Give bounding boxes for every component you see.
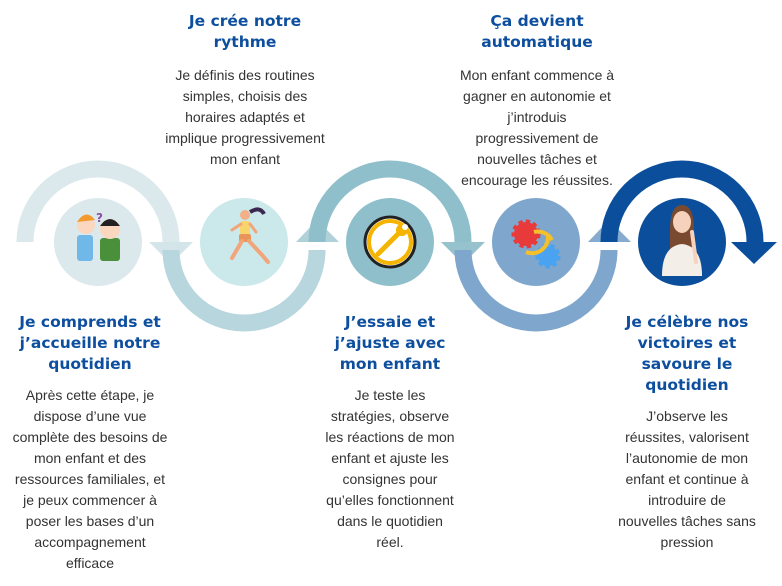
step-4-title: Ça devient automatique	[481, 12, 593, 51]
step-2: Je crée notre rythme Je définis des rout…	[150, 11, 340, 170]
step-3-title: J’essaie et j’ajuste avec mon enfant	[334, 313, 446, 373]
arc-step-5	[600, 160, 777, 264]
step-1-circle	[54, 198, 142, 286]
step-4-description: Mon enfant commence à gagner en autonomi…	[459, 67, 615, 188]
running-woman-icon	[230, 207, 270, 264]
step-5: Je célèbre nos victoires et savoure le q…	[597, 312, 777, 553]
step-1-title: Je comprends et j’accueille notre quotid…	[19, 313, 161, 373]
svg-text:?: ?	[96, 211, 103, 225]
step-2-title: Je crée notre rythme	[188, 12, 302, 51]
step-1-description: Après cette étape, je dispose d’une vue …	[12, 387, 168, 571]
happy-woman-icon	[662, 205, 702, 276]
step-1: Je comprends et j’accueille notre quotid…	[0, 312, 185, 574]
step-5-description: J’observe les réussites, valorisent l’au…	[618, 408, 756, 550]
step-3: J’essaie et j’ajuste avec mon enfant Je …	[300, 312, 480, 553]
step-4: Ça devient automatique Mon enfant commen…	[442, 11, 632, 191]
step-3-description: Je teste les stratégies, observe les réa…	[325, 387, 455, 550]
step-5-title: Je célèbre nos victoires et savoure le q…	[625, 313, 749, 394]
gears-cycle-icon	[511, 219, 561, 269]
confused-people-icon: ?	[77, 211, 120, 261]
step-2-description: Je définis des routines simples, choisis…	[165, 67, 325, 167]
wrench-icon	[363, 215, 417, 269]
